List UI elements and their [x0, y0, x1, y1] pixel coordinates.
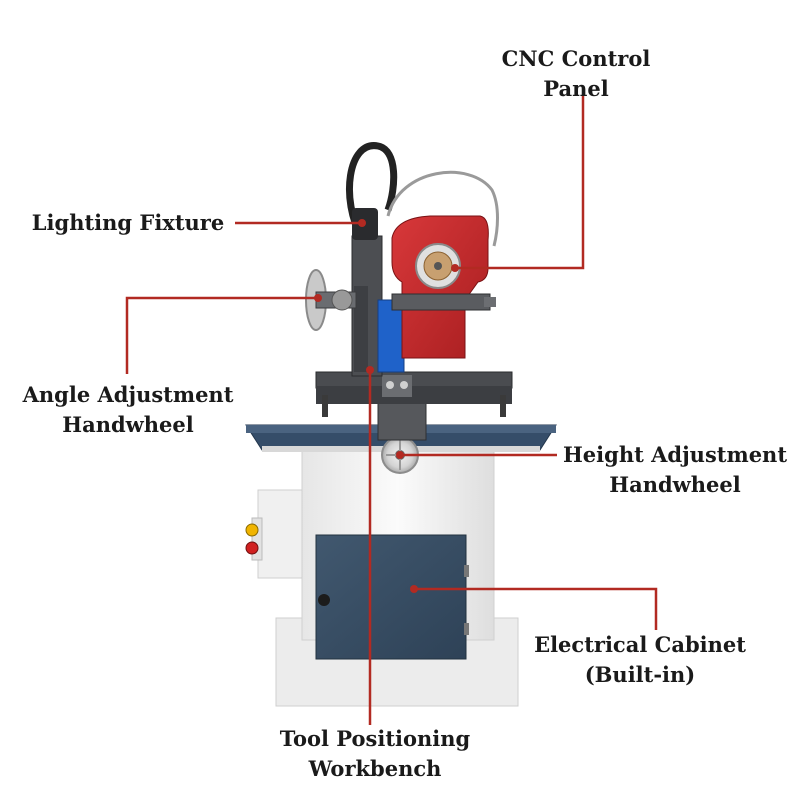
leader-dots	[314, 219, 459, 593]
label-cnc-control-panel: CNC Control Panel	[502, 44, 651, 104]
angle-handwheel	[305, 269, 357, 331]
workbench-column	[315, 371, 513, 441]
label-line: (Built-in)	[584, 662, 696, 687]
label-line: Handwheel	[609, 472, 741, 497]
label-electrical-cabinet: Electrical Cabinet (Built-in)	[534, 630, 746, 690]
label-lighting-fixture: Lighting Fixture	[32, 208, 224, 238]
electrical-cabinet-door	[315, 534, 469, 660]
leader-cnc-panel	[455, 96, 585, 270]
label-line: Tool Positioning	[279, 726, 471, 751]
spindle-assembly	[346, 142, 499, 377]
label-line: Handwheel	[62, 412, 194, 437]
label-line: CNC Control	[501, 46, 651, 71]
leader-electrical-cabinet	[414, 587, 658, 630]
label-angle-adjustment-handwheel: Angle Adjustment Handwheel	[23, 380, 234, 440]
leader-angle-handwheel	[125, 296, 318, 374]
label-line: Electrical Cabinet	[534, 632, 746, 657]
label-line: Panel	[543, 76, 609, 101]
label-tool-positioning-workbench: Tool Positioning Workbench	[280, 724, 470, 784]
label-line: Lighting Fixture	[31, 210, 225, 235]
label-line: Workbench	[308, 756, 442, 781]
label-line: Angle Adjustment	[22, 382, 234, 407]
label-line: Height Adjustment	[562, 442, 788, 467]
leader-lines	[125, 96, 658, 725]
label-height-adjustment-handwheel: Height Adjustment Handwheel	[563, 440, 787, 500]
